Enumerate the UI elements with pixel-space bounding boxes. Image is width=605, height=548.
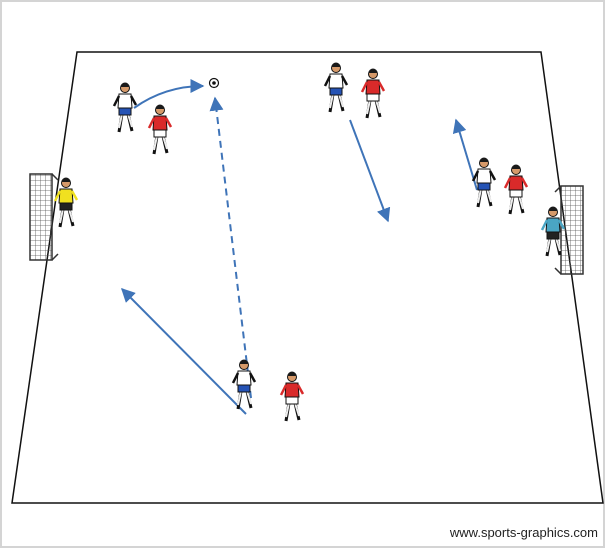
soccer-ball-icon [210,79,219,88]
field-outline [12,52,603,503]
credit-text: www.sports-graphics.com [449,525,598,540]
